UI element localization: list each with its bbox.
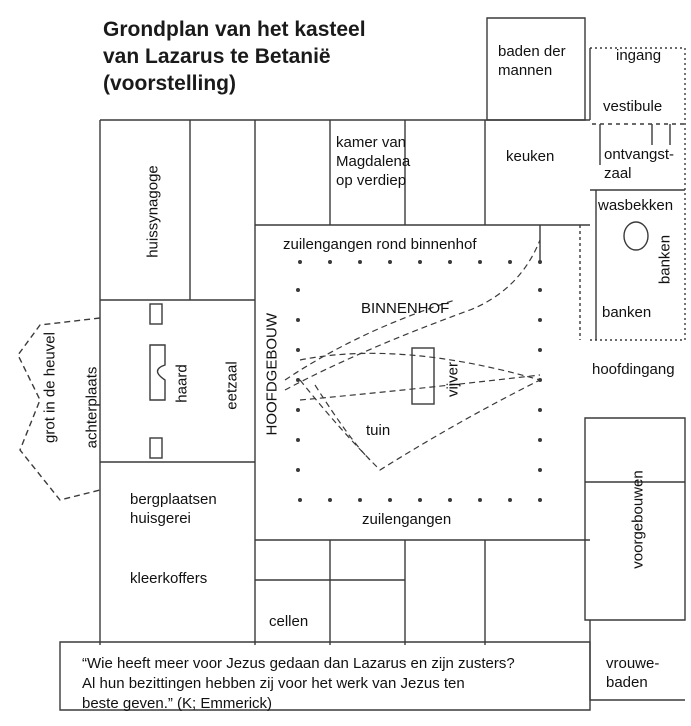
label-eetzaal: eetzaal [223,361,241,410]
label-haard: haard [173,364,191,403]
label-kleerkoffers: kleerkoffers [130,570,208,587]
wall-vestibule [590,47,686,341]
label-tuin: tuin [366,422,391,439]
label-kamer-magdalena: kamer van Magdalena op verdiep [336,134,411,189]
label-banken: banken [602,304,652,321]
label-ontvangstzaal: ontvangst- zaal [604,146,675,182]
page-title: Grondplan van het kasteel van Lazarus te… [103,18,366,95]
label-bergplaatsen: bergplaatsen huisgerei [130,491,217,527]
columns-dots [296,260,542,502]
vijver-rect [411,347,435,405]
label-grot-in-de-heuvel: grot in de heuvel [41,332,59,443]
label-vijver: vijver [444,362,462,398]
quote-text: “Wie heeft meer voor Jezus gedaan dan La… [82,655,515,712]
label-hoofdgebouw: HOOFDGEBOUW [263,313,281,436]
label-vestibule: vestibule [603,98,663,115]
label-voorgebouwen: voorgebouwen [629,470,647,569]
label-achterplaats: achterplaats [83,366,101,449]
label-zuilengangen: zuilengangen [362,511,452,528]
label-huissynagoge: huissynagoge [144,165,162,258]
wall-voorgebouwen [584,417,686,621]
label-binnenhof: BINNENHOF [361,300,450,317]
label-hoofdingang: hoofdingang [592,361,675,378]
label-vrouwebaden: vrouwe- baden [606,655,660,691]
label-zuilengangen-rond-binnenhof: zuilengangen rond binnenhof [283,236,477,253]
label-baden-der-mannen: baden der mannen [498,43,566,79]
label-ingang: ingang [616,47,662,64]
label-wasbekken: wasbekken [598,197,674,214]
label-keuken: keuken [506,148,555,165]
label-banken-vertical: banken [656,234,674,285]
label-cellen: cellen [269,613,309,630]
